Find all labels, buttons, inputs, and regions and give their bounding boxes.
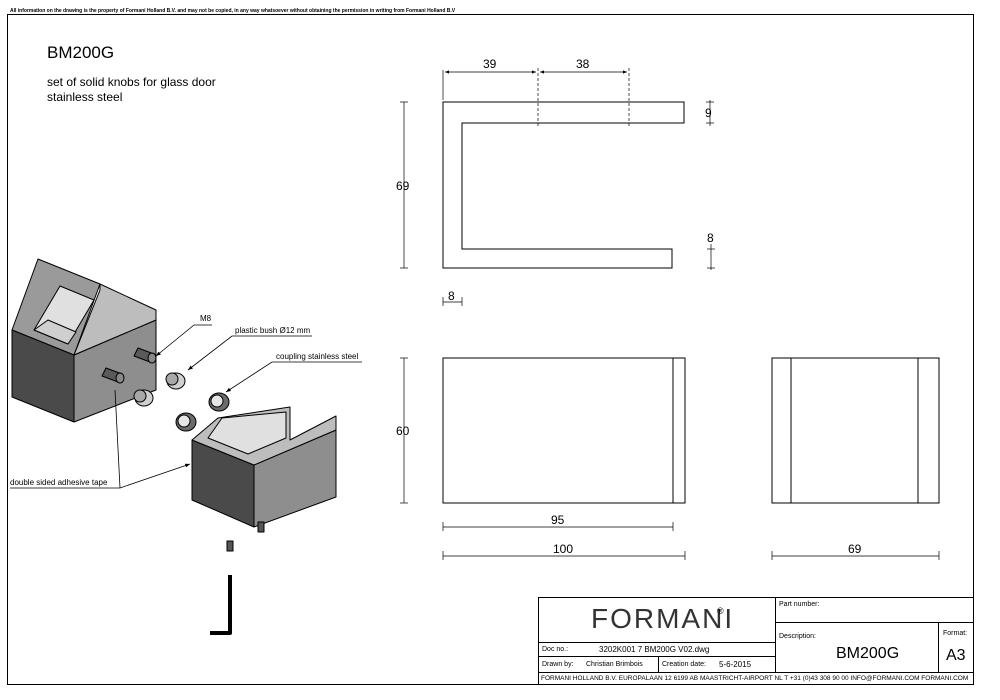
top-view-dims (400, 68, 715, 306)
description-label: Description: (779, 633, 816, 640)
dim-9: 9 (705, 106, 712, 120)
format-value: A3 (946, 647, 966, 664)
brand-cell: FORMANI ® (538, 597, 776, 643)
plastic-bushes (133, 372, 186, 407)
dim-8-small: 8 (448, 289, 455, 303)
company-footer: FORMANI HOLLAND B.V. EUROPALAAN 12 6199 … (541, 675, 969, 682)
callout-leaders (10, 324, 362, 489)
drawn-by-row: Drawn by: Christian Brimbois (538, 656, 659, 673)
disclaimer-text: All information on the drawing is the pr… (10, 8, 456, 14)
callout-coupling: coupling stainless steel (276, 352, 358, 361)
dim-100: 100 (553, 542, 573, 556)
title-block: FORMANI ® Doc no.: 3202K001 7 BM200G V02… (538, 597, 974, 685)
creation-date-label: Creation date: (662, 661, 706, 668)
footer-row: FORMANI HOLLAND B.V. EUROPALAAN 12 6199 … (538, 672, 974, 685)
dim-60: 60 (396, 424, 410, 438)
dim-38: 38 (576, 57, 590, 71)
dim-69-height: 69 (396, 179, 410, 193)
callout-m8: M8 (200, 314, 212, 323)
creation-date-value: 5-6-2015 (719, 660, 752, 669)
format-label: Format: (943, 630, 968, 637)
dim-39: 39 (483, 57, 497, 71)
dim-69-width: 69 (848, 542, 862, 556)
allen-key-icon (210, 575, 232, 635)
description-value: BM200G (836, 645, 900, 662)
right-knob-part (191, 406, 337, 528)
doc-no-value: 3202K001 7 BM200G V02.dwg (599, 645, 710, 654)
side-view-dims (771, 551, 940, 560)
front-view-dims (400, 357, 686, 560)
doc-no-label: Doc no.: (542, 646, 569, 653)
dim-95: 95 (551, 513, 565, 527)
m8-threaded-pins (101, 347, 157, 384)
part-number-label: Part number: (779, 601, 820, 608)
exploded-view (11, 258, 337, 635)
description-cell: Description: BM200G (775, 622, 939, 673)
doc-no-row: Doc no.: 3202K001 7 BM200G V02.dwg (538, 642, 776, 657)
format-cell: Format: A3 (938, 622, 974, 673)
couplings (175, 392, 230, 432)
set-screws (226, 521, 265, 552)
side-view (771, 357, 940, 504)
creation-date-row: Creation date: 5-6-2015 (658, 656, 776, 673)
product-code: BM200G (47, 43, 115, 62)
registered-mark: ® (717, 606, 724, 616)
front-view (442, 357, 686, 504)
product-description-line1: set of solid knobs for glass door (47, 75, 216, 89)
dim-8-right: 8 (707, 231, 714, 245)
callout-adhesive-tape: double sided adhesive tape (10, 478, 108, 487)
top-view-profile (442, 101, 685, 269)
drawn-by-label: Drawn by: (542, 661, 574, 668)
brand-logo: FORMANI (591, 603, 735, 634)
product-description-line2: stainless steel (47, 90, 123, 104)
drawn-by-value: Christian Brimbois (586, 661, 643, 668)
part-number-cell: Part number: (775, 597, 974, 623)
callout-plastic-bush: plastic bush Ø12 mm (235, 326, 310, 335)
drawing-frame (7, 14, 974, 685)
